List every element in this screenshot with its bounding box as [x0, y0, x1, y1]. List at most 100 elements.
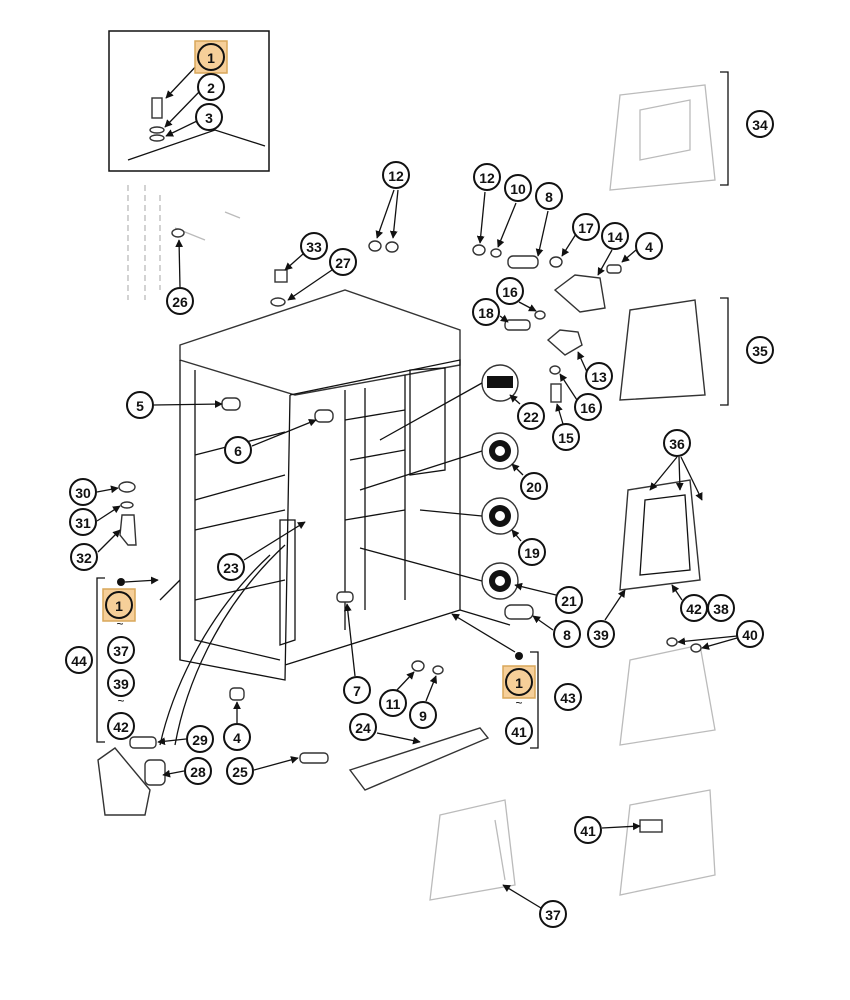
callout-number: 12 — [388, 168, 404, 184]
callout-number: 38 — [713, 601, 729, 617]
callout-number: 1 — [115, 598, 123, 614]
callout-number: 9 — [419, 708, 427, 724]
callout-number: 32 — [76, 550, 92, 566]
callout-g44-39: 39 — [107, 669, 135, 697]
callout-c26: 26 — [166, 287, 194, 315]
callout-c12b: 12 — [473, 163, 501, 191]
callout-c39: 39 — [587, 620, 615, 648]
callout-c18: 18 — [472, 298, 500, 326]
callout-number: 16 — [502, 284, 518, 300]
callout-number: 29 — [192, 732, 208, 748]
callout-number: 3 — [205, 110, 213, 126]
callout-number: 37 — [113, 643, 129, 659]
callout-c42: 42 — [680, 594, 708, 622]
callout-number: 44 — [71, 653, 87, 669]
callout-c13: 13 — [585, 362, 613, 390]
callout-number: 34 — [752, 117, 768, 133]
callout-number: 13 — [591, 369, 607, 385]
callout-number: 39 — [113, 676, 129, 692]
callout-number: 21 — [561, 593, 577, 609]
callout-number: 17 — [578, 220, 594, 236]
callout-number: 25 — [232, 764, 248, 780]
callout-c38: 38 — [707, 594, 735, 622]
callout-c11: 11 — [379, 689, 407, 717]
callout-number: 42 — [686, 601, 702, 617]
callout-c6: 6 — [224, 436, 252, 464]
callout-c31: 31 — [69, 508, 97, 536]
callout-c17: 17 — [572, 213, 600, 241]
callout-g43-1: 1 — [502, 665, 536, 699]
callout-c21: 21 — [555, 586, 583, 614]
callout-c14: 14 — [601, 222, 629, 250]
callout-number: 1 — [207, 50, 215, 66]
callout-number: 20 — [526, 479, 542, 495]
callout-c28: 28 — [184, 757, 212, 785]
callout-number: 7 — [353, 683, 361, 699]
callout-c4b: 4 — [223, 723, 251, 751]
callout-inset-2: 2 — [197, 73, 225, 101]
callout-number: 18 — [478, 305, 494, 321]
callout-g43-41: 41 — [505, 717, 533, 745]
callout-number: 28 — [190, 764, 206, 780]
callout-c25: 25 — [226, 757, 254, 785]
callout-number: 26 — [172, 294, 188, 310]
parts — [96, 189, 637, 816]
callout-c10: 10 — [504, 174, 532, 202]
callout-number: 40 — [742, 627, 758, 643]
callout-number: 41 — [580, 823, 596, 839]
range-mark: ~ — [116, 617, 123, 631]
callout-c16a: 16 — [496, 277, 524, 305]
callout-c43: 43 — [554, 683, 582, 711]
callout-number: 37 — [545, 907, 561, 923]
callout-number: 27 — [335, 255, 351, 271]
callout-number: 2 — [207, 80, 215, 96]
callout-c22: 22 — [517, 402, 545, 430]
callout-c23: 23 — [217, 553, 245, 581]
faded-frame-lines — [127, 185, 241, 300]
callout-c8a: 8 — [535, 182, 563, 210]
callout-c24: 24 — [349, 713, 377, 741]
callout-c15: 15 — [552, 423, 580, 451]
callout-g44-42: 42 — [107, 712, 135, 740]
callout-number: 5 — [136, 398, 144, 414]
range-mark: ~ — [117, 694, 124, 708]
callout-c27: 27 — [329, 248, 357, 276]
callout-number: 16 — [580, 400, 596, 416]
callout-c20: 20 — [520, 472, 548, 500]
callout-c8b: 8 — [553, 620, 581, 648]
callout-number: 39 — [593, 627, 609, 643]
callout-c40: 40 — [736, 620, 764, 648]
callout-number: 15 — [558, 430, 574, 446]
callout-number: 12 — [479, 170, 495, 186]
callout-c32: 32 — [70, 543, 98, 571]
callout-g44-37: 37 — [107, 636, 135, 664]
inset-detail — [108, 30, 270, 172]
callout-number: 42 — [113, 719, 129, 735]
callout-c16b: 16 — [574, 393, 602, 421]
cab-variants — [429, 71, 738, 909]
callout-c37: 37 — [539, 900, 567, 928]
callout-inset-1: 1 — [194, 40, 228, 74]
callout-c7: 7 — [343, 676, 371, 704]
callout-number: 22 — [523, 409, 539, 425]
callout-c35: 35 — [746, 336, 774, 364]
cab-frame — [159, 289, 511, 746]
callout-number: 43 — [560, 690, 576, 706]
range-mark: ~ — [515, 696, 522, 710]
callout-number: 23 — [223, 560, 239, 576]
callout-c19: 19 — [518, 538, 546, 566]
callout-c12a: 12 — [382, 161, 410, 189]
callout-number: 4 — [645, 239, 653, 255]
callout-number: 10 — [510, 181, 526, 197]
callout-c33: 33 — [300, 232, 328, 260]
callout-number: 11 — [386, 696, 401, 712]
callout-c41: 41 — [574, 816, 602, 844]
callout-number: 14 — [607, 229, 623, 245]
callout-c9: 9 — [409, 701, 437, 729]
callout-number: 30 — [75, 485, 91, 501]
callout-number: 8 — [545, 189, 553, 205]
callout-inset-3: 3 — [195, 103, 223, 131]
callout-c4a: 4 — [635, 232, 663, 260]
